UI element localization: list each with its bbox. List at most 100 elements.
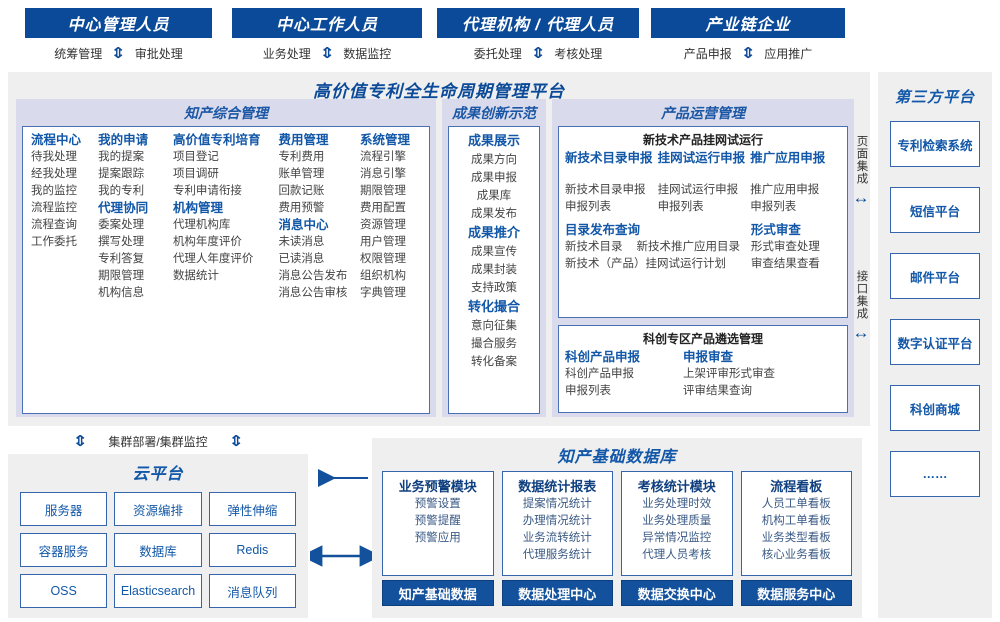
ip-item-2-1-0[interactable]: 代理机构库 <box>172 219 231 231</box>
ip-item-3-0-1[interactable]: 账单管理 <box>278 168 325 180</box>
ip-item-2-1-3[interactable]: 数据统计 <box>172 270 219 282</box>
db-footer-1[interactable]: 数据处理中心 <box>501 580 613 606</box>
ip-item-4-0-7[interactable]: 组织机构 <box>359 270 406 282</box>
ach-item-2-1[interactable]: 撮合服务 <box>471 338 517 350</box>
ach-item-1-1[interactable]: 成果封装 <box>471 264 517 276</box>
kc-col-item-0-1[interactable]: 申报列表 <box>565 385 611 397</box>
ip-item-4-0-3[interactable]: 费用配置 <box>359 202 406 214</box>
cloud-cell-7[interactable]: Elasticsearch <box>114 574 202 608</box>
db-card-item-0-1[interactable]: 预警提醒 <box>414 515 461 527</box>
ip-group-head-1-0[interactable]: 我的申请 <box>98 133 149 147</box>
ip-item-0-0-5[interactable]: 工作委托 <box>31 236 77 248</box>
third-party-item-5[interactable]: …… <box>890 451 980 497</box>
ach-group-head-2[interactable]: 转化撮合 <box>467 299 520 314</box>
cloud-cell-5[interactable]: Redis <box>208 533 296 567</box>
ip-item-0-0-3[interactable]: 流程监控 <box>31 202 77 214</box>
ach-item-1-0[interactable]: 成果宣传 <box>471 246 517 258</box>
ip-item-4-0-4[interactable]: 资源管理 <box>359 219 406 231</box>
kc-col-item-1-0[interactable]: 上架评审形式审查 <box>683 368 775 380</box>
ip-group-head-1-1[interactable]: 代理协同 <box>98 201 149 215</box>
ip-item-3-1-2[interactable]: 消息公告发布 <box>278 270 348 282</box>
cloud-cell-0[interactable]: 服务器 <box>20 492 108 526</box>
po-col-item-0-0[interactable]: 新技术目录申报 <box>565 184 646 196</box>
db-card-item-3-2[interactable]: 业务类型看板 <box>761 532 831 544</box>
db-card-item-3-3[interactable]: 核心业务看板 <box>761 549 831 561</box>
cloud-cell-1[interactable]: 资源编排 <box>114 492 202 526</box>
db-card-item-0-2[interactable]: 预警应用 <box>414 532 461 544</box>
db-card-item-1-3[interactable]: 代理服务统计 <box>522 549 592 561</box>
cloud-cell-3[interactable]: 容器服务 <box>20 533 108 567</box>
cloud-cell-8[interactable]: 消息队列 <box>208 574 296 608</box>
kc-col-item-0-0[interactable]: 科创产品申报 <box>565 368 634 380</box>
ip-item-4-0-5[interactable]: 用户管理 <box>359 236 406 248</box>
po-catalog-query-head[interactable]: 目录发布查询 <box>565 223 641 237</box>
po-catalog-item-0[interactable]: 新技术目录 <box>565 241 623 253</box>
db-card-item-2-2[interactable]: 异常情况监控 <box>642 532 712 544</box>
ip-item-4-0-1[interactable]: 消息引擎 <box>359 168 406 180</box>
ach-item-0-0[interactable]: 成果方向 <box>471 154 517 166</box>
ach-item-1-2[interactable]: 支持政策 <box>471 282 517 294</box>
po-col-item-0-1[interactable]: 申报列表 <box>565 201 611 213</box>
ach-item-0-2[interactable]: 成果库 <box>476 190 512 202</box>
po-catalog-item-1[interactable]: 新技术推广应用目录 <box>636 241 741 253</box>
ip-group-head-2-0[interactable]: 高价值专利培育 <box>172 133 261 147</box>
ip-item-2-0-2[interactable]: 专利申请衔接 <box>172 185 242 197</box>
db-card-item-2-3[interactable]: 代理人员考核 <box>642 549 712 561</box>
ip-item-1-0-2[interactable]: 我的专利 <box>98 185 145 197</box>
ip-item-1-1-4[interactable]: 机构信息 <box>98 287 145 299</box>
db-card-item-0-0[interactable]: 预警设置 <box>414 498 461 510</box>
po-col-item-2-1[interactable]: 申报列表 <box>750 201 797 213</box>
ip-item-1-0-1[interactable]: 提案跟踪 <box>98 168 145 180</box>
ach-group-head-0[interactable]: 成果展示 <box>467 133 520 148</box>
ip-item-1-0-0[interactable]: 我的提案 <box>98 151 145 163</box>
po-col-head-1[interactable]: 挂网试运行申报 <box>657 151 746 165</box>
cloud-cell-6[interactable]: OSS <box>20 574 108 608</box>
ach-item-2-0[interactable]: 意向征集 <box>471 320 517 332</box>
db-footer-3[interactable]: 数据服务中心 <box>740 580 852 606</box>
db-card-item-1-0[interactable]: 提案情况统计 <box>522 498 592 510</box>
kc-col-item-1-1[interactable]: 评审结果查询 <box>683 385 752 397</box>
ip-item-3-0-0[interactable]: 专利费用 <box>278 151 325 163</box>
po-catalog-item-2[interactable]: 新技术（产品）挂网试运行计划 <box>565 258 726 270</box>
ip-group-head-0-0[interactable]: 流程中心 <box>31 133 82 147</box>
po-formal-review-item-0[interactable]: 形式审查处理 <box>750 241 820 253</box>
third-party-item-3[interactable]: 数字认证平台 <box>890 319 980 365</box>
ip-item-3-1-1[interactable]: 已读消息 <box>278 253 325 265</box>
db-card-item-3-1[interactable]: 机构工单看板 <box>761 515 831 527</box>
po-col-head-0[interactable]: 新技术目录申报 <box>565 151 653 165</box>
third-party-item-0[interactable]: 专利检索系统 <box>890 121 980 167</box>
ip-item-2-1-2[interactable]: 代理人年度评价 <box>172 253 254 265</box>
db-card-item-3-0[interactable]: 人员工单看板 <box>761 498 831 510</box>
ip-item-2-1-1[interactable]: 机构年度评价 <box>172 236 242 248</box>
ip-item-4-0-2[interactable]: 期限管理 <box>359 185 406 197</box>
ip-item-0-0-1[interactable]: 经我处理 <box>31 168 77 180</box>
ip-item-4-0-0[interactable]: 流程引擎 <box>359 151 406 163</box>
ip-item-4-0-8[interactable]: 字典管理 <box>359 287 406 299</box>
db-card-item-2-0[interactable]: 业务处理时效 <box>642 498 712 510</box>
db-footer-2[interactable]: 数据交换中心 <box>621 580 733 606</box>
ip-item-3-1-0[interactable]: 未读消息 <box>278 236 325 248</box>
third-party-item-1[interactable]: 短信平台 <box>890 187 980 233</box>
ip-item-2-0-1[interactable]: 项目调研 <box>172 168 219 180</box>
db-card-item-2-1[interactable]: 业务处理质量 <box>642 515 712 527</box>
db-card-item-1-2[interactable]: 业务流转统计 <box>522 532 592 544</box>
ip-item-1-1-0[interactable]: 委案处理 <box>98 219 145 231</box>
ip-item-1-1-3[interactable]: 期限管理 <box>98 270 145 282</box>
ip-item-3-0-2[interactable]: 回款记账 <box>278 185 325 197</box>
po-col-item-2-0[interactable]: 推广应用申报 <box>750 184 820 196</box>
ip-item-1-1-1[interactable]: 撰写处理 <box>98 236 145 248</box>
cloud-cell-4[interactable]: 数据库 <box>114 533 202 567</box>
ip-item-0-0-4[interactable]: 流程查询 <box>31 219 77 231</box>
ach-item-2-2[interactable]: 转化备案 <box>471 356 517 368</box>
ip-item-0-0-2[interactable]: 我的监控 <box>31 185 77 197</box>
ip-item-3-1-3[interactable]: 消息公告审核 <box>278 287 348 299</box>
kc-col-head-1[interactable]: 申报审查 <box>683 350 734 364</box>
kc-col-head-0[interactable]: 科创产品申报 <box>565 350 641 364</box>
po-col-item-1-0[interactable]: 挂网试运行申报 <box>657 184 739 196</box>
po-formal-review-item-1[interactable]: 审查结果查看 <box>750 258 820 270</box>
ip-group-head-3-1[interactable]: 消息中心 <box>278 218 329 232</box>
ach-item-0-3[interactable]: 成果发布 <box>471 208 517 220</box>
cloud-cell-2[interactable]: 弹性伸缩 <box>208 492 296 526</box>
ip-item-0-0-0[interactable]: 待我处理 <box>31 151 77 163</box>
db-footer-0[interactable]: 知产基础数据 <box>382 580 494 606</box>
